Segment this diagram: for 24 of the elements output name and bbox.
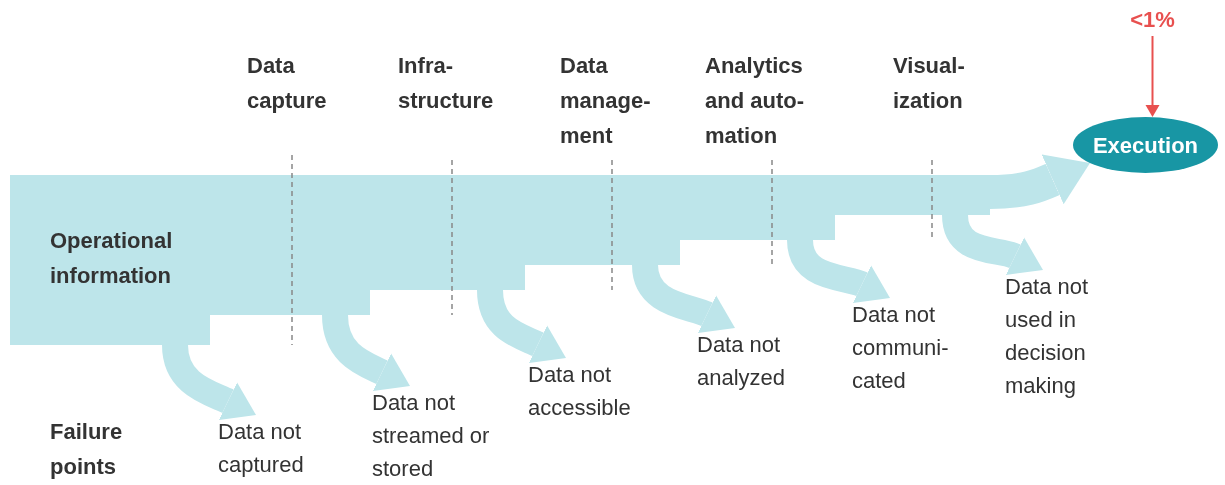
branch-arrow [162,344,257,421]
percentage-label: <1% [1115,2,1190,37]
row-label: Failure points [50,418,124,481]
stage-label: Visual-ization [893,52,966,115]
pointer-line [1145,35,1160,117]
branch-arrow [322,314,411,392]
execution-ellipse [1073,117,1218,173]
branch-arrow [477,289,567,364]
branch-arrow [632,263,736,334]
stage-label: Data capture [247,52,328,115]
stage-label: Analytics and auto-mation [705,52,805,150]
failure-text: Data not communi-cated [852,298,952,397]
failure-text: Data not analyzed [697,328,817,394]
branch-arrow [787,238,892,304]
failure-text: Data not accessible [528,358,673,424]
flow-arrow [989,154,1090,209]
band-label: Operational information [50,227,174,290]
branch-arrow [942,213,1045,276]
ellipse-label: Execution [1091,131,1200,160]
failure-text: Data not captured [218,415,343,481]
stage-label: Data manage-ment [560,52,652,150]
failure-text: Data not streamed or stored [372,386,497,485]
failure-text: Data not used in decision making [1005,270,1120,402]
stage-label: Infra-structure [398,52,495,115]
